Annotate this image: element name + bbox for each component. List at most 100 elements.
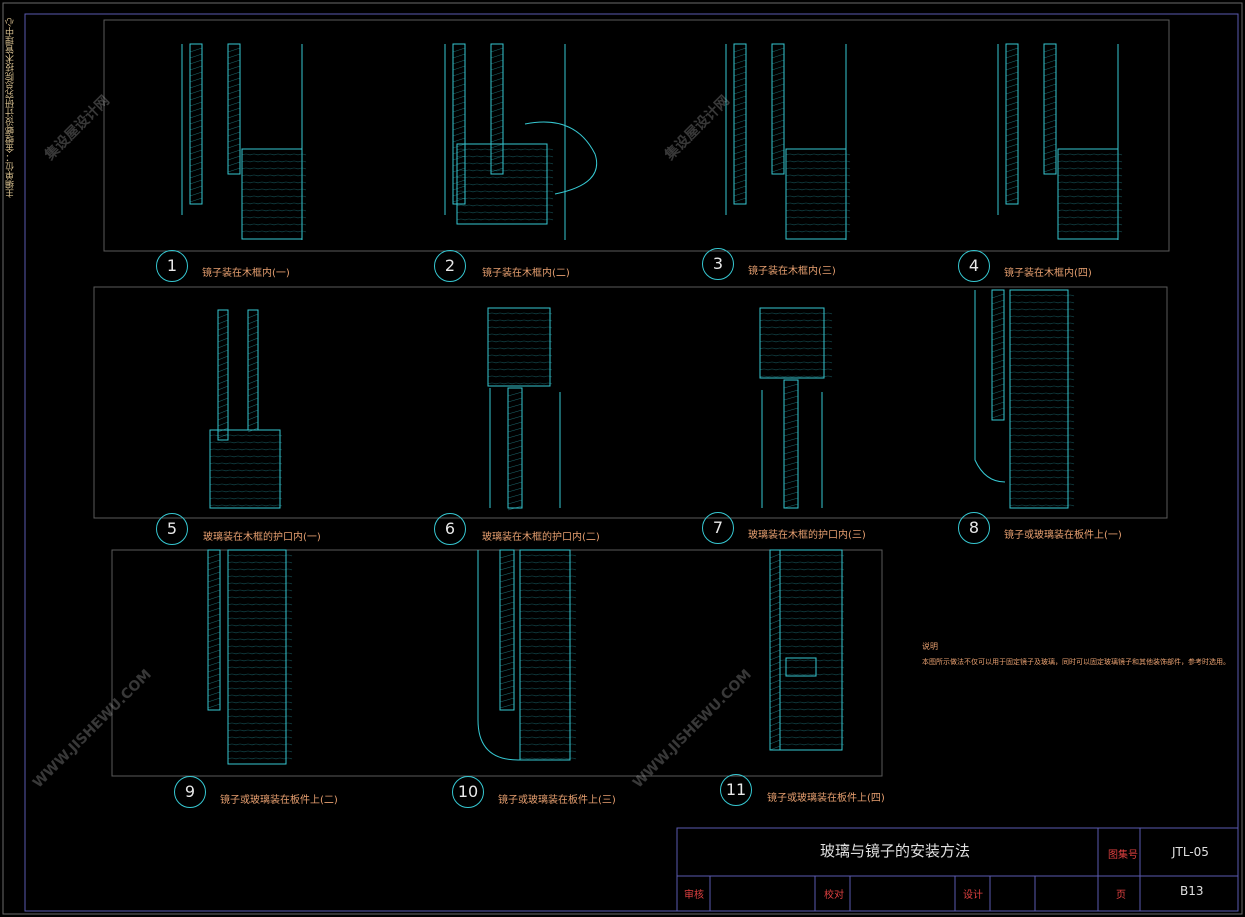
wood-grain [1009,434,1075,437]
glass-hatch [733,155,747,161]
row3-frame [111,549,883,777]
glass-hatch [217,403,229,409]
glass-hatch [733,137,747,143]
glass-hatch [771,143,785,149]
glass-hatch [189,77,203,83]
detail-caption: 玻璃装在木框的护口内(二) [482,532,600,543]
wood-grain [1009,385,1075,388]
glass-hatch [769,673,781,679]
wood-grain [227,750,293,753]
glass-hatch [771,149,785,155]
wood-grain [227,694,293,697]
wood-grain [227,624,293,627]
glass-hatch [1043,77,1057,83]
wood-grain [779,666,845,669]
glass-hatch [733,131,747,137]
glass-hatch [189,65,203,71]
glass-hatch [217,343,229,349]
glass-hatch [1005,167,1019,173]
glass-hatch [507,475,523,481]
glass-hatch [783,389,799,395]
glass-hatch [769,613,781,619]
glass-hatch [507,493,523,499]
wood-grain [519,652,577,655]
glass-hatch [733,143,747,149]
wood-grain [227,610,293,613]
wood-grain [759,333,833,336]
glass-hatch [991,395,1005,401]
glass-hatch [189,119,203,125]
glass-hatch [452,155,466,161]
inner-border [24,13,1239,912]
glass-hatch [771,155,785,161]
glass-hatch [452,131,466,137]
glass-hatch [783,485,799,491]
wood-grain [519,659,577,662]
glass-hatch [771,161,785,167]
glass-hatch [207,637,221,643]
glass-hatch [1005,155,1019,161]
glass-hatch [769,559,781,565]
wood-grain [785,216,851,219]
glass-hatch [499,655,515,661]
detail-number: 10 [452,776,484,808]
glass-hatch [499,625,515,631]
wood-grain [779,659,845,662]
glass-hatch [499,565,515,571]
wood-grain [779,729,845,732]
glass-hatch [499,595,515,601]
glass-hatch [207,631,221,637]
glass-hatch [499,637,515,643]
wood-grain [227,736,293,739]
glass-hatch [247,379,259,385]
glass-hatch [247,367,259,373]
glass-hatch [1043,59,1057,65]
glass-hatch [247,403,259,409]
glass-hatch [499,559,515,565]
glass-hatch [991,365,1005,371]
glass-hatch [227,143,241,149]
glass-hatch [189,71,203,77]
glass-hatch [499,577,515,583]
wood-grain [1009,315,1075,318]
glass-hatch [452,47,466,53]
glass-hatch [189,149,203,155]
glass-hatch [733,179,747,185]
wood-grain [227,715,293,718]
wood-grain [1009,441,1075,444]
glass-hatch [507,445,523,451]
wood-grain [779,736,845,739]
wood-grain [227,757,293,760]
wood-grain [785,174,851,177]
frame-edge [761,390,823,508]
detail-number: 6 [434,513,466,545]
glass-hatch [1005,107,1019,113]
glass-hatch [490,113,504,119]
glass-hatch [499,685,515,691]
glass-hatch [991,359,1005,365]
glass-hatch [217,337,229,343]
wood-grain [519,729,577,732]
glass-hatch [783,449,799,455]
wood-grain [487,382,553,385]
glass-hatch [1043,131,1057,137]
glass-hatch [991,407,1005,413]
wood-grain [241,230,307,233]
glass-hatch [207,553,221,559]
wood-grain [227,582,293,585]
wood-grain [1009,301,1075,304]
glass-hatch [217,409,229,415]
glass-hatch [452,89,466,95]
wood-grain [209,483,283,486]
wood-grain [785,160,851,163]
title-block [676,827,1239,912]
glass-hatch [1005,47,1019,53]
wood-grain [241,174,307,177]
glass-hatch [452,77,466,83]
glass-hatch [733,173,747,179]
glass-hatch [769,565,781,571]
glass-hatch [207,691,221,697]
glass-hatch [490,59,504,65]
glass-hatch [452,173,466,179]
